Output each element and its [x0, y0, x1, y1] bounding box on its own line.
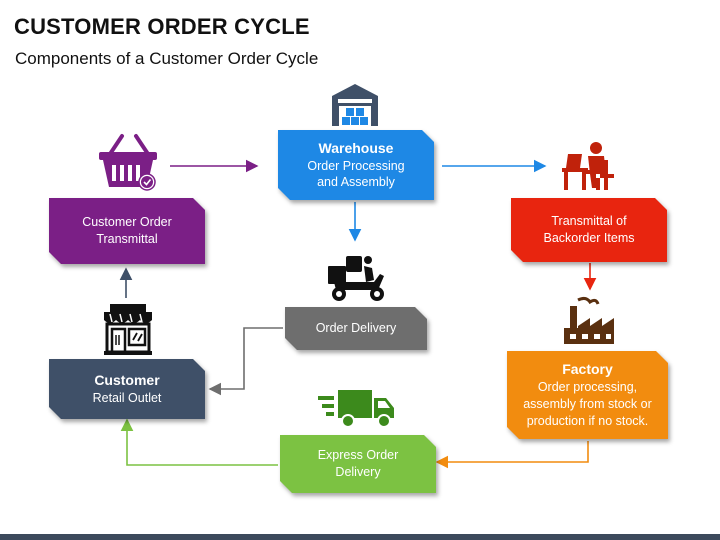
backorder-node: Transmittal of Backorder Items — [511, 198, 667, 262]
warehouse-title: Warehouse — [318, 139, 394, 156]
storefront-icon — [104, 304, 152, 355]
order-delivery-node: Order Delivery — [285, 307, 427, 350]
express-line1: Express Order — [317, 448, 399, 463]
factory-node: Factory Order processing, assembly from … — [507, 351, 668, 439]
transmittal-line2: Transmittal — [96, 232, 158, 246]
transmittal-line1: Customer Order — [82, 215, 172, 230]
order-delivery-label: Order Delivery — [315, 321, 397, 336]
factory-icon — [564, 296, 614, 344]
warehouse-line2: and Assembly — [317, 175, 395, 190]
arrow-factory-to-express — [435, 441, 589, 469]
warehouse-line1: Order Processing — [307, 158, 405, 173]
customer-title: Customer — [94, 372, 160, 389]
backorder-line2: Backorder Items — [543, 231, 635, 245]
shopping-basket-icon — [99, 134, 157, 191]
page-subtitle: Components of a Customer Order Cycle — [15, 49, 319, 68]
factory-line2: assembly from stock or — [523, 397, 652, 411]
express-delivery-node: Express Order Delivery — [280, 435, 436, 493]
customer-line1: Retail Outlet — [92, 391, 162, 405]
warehouse-node: Warehouse Order Processing and Assembly — [278, 130, 434, 200]
customer-node: Customer Retail Outlet — [49, 359, 205, 419]
bottom-bar — [0, 534, 720, 540]
delivery-scooter-icon — [328, 256, 384, 301]
arrow-express-to-customer — [120, 418, 278, 466]
factory-line1: Order processing, — [537, 380, 638, 395]
warehouse-icon — [332, 84, 378, 126]
factory-line3: production if no stock. — [526, 413, 649, 428]
express-line2: Delivery — [335, 465, 381, 479]
page-title: CUSTOMER ORDER CYCLE — [14, 14, 310, 39]
backorder-line1: Transmittal of — [551, 214, 627, 229]
fast-truck-icon — [318, 390, 394, 428]
arrow-delivery-to-customer — [208, 327, 283, 396]
person-at-desk-icon — [562, 142, 614, 190]
customer-order-transmittal-node: Customer Order Transmittal — [49, 198, 205, 264]
factory-title: Factory — [562, 361, 613, 378]
